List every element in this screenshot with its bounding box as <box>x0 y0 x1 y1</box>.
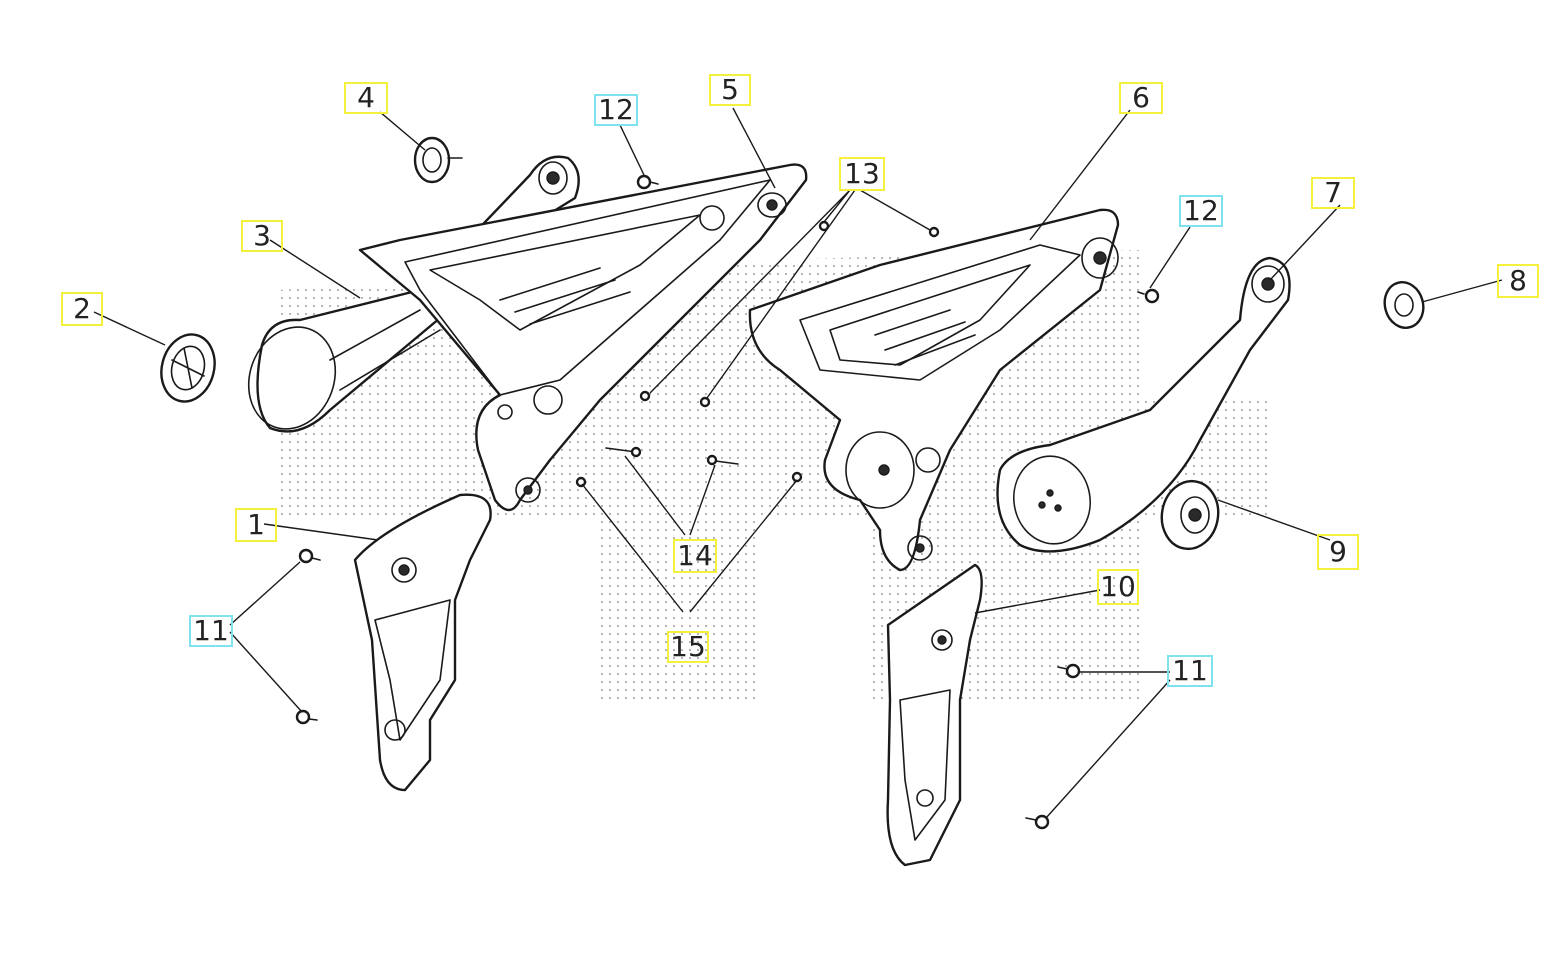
bolt-13-d <box>699 396 711 408</box>
callout-13: 13 <box>839 157 885 191</box>
svg-text:11: 11 <box>1172 654 1208 687</box>
svg-text:10: 10 <box>1100 570 1136 603</box>
callout-7: 7 <box>1311 176 1355 209</box>
part-8-small-cap <box>1383 281 1425 329</box>
callouts: 1 2 3 4 5 6 7 8 9 10 11 11 12 12 13 14 1… <box>61 73 1539 687</box>
svg-text:1: 1 <box>247 508 265 541</box>
bolt-13-b <box>928 226 940 238</box>
svg-text:5: 5 <box>721 73 739 106</box>
bolt-12-right <box>1137 288 1160 304</box>
svg-text:15: 15 <box>670 630 706 663</box>
callout-14: 14 <box>673 539 717 573</box>
part-7-right-swing-arm <box>996 256 1291 553</box>
svg-text:4: 4 <box>357 81 375 114</box>
callout-8: 8 <box>1497 264 1539 298</box>
part-9-round-cap <box>1160 479 1220 551</box>
callout-15: 15 <box>667 630 709 663</box>
callout-4: 4 <box>344 81 388 114</box>
screw-14-b <box>706 454 739 466</box>
svg-text:12: 12 <box>598 93 634 126</box>
svg-text:2: 2 <box>73 292 91 325</box>
svg-text:7: 7 <box>1324 176 1342 209</box>
part-4-small-cap <box>413 136 463 184</box>
part-2-round-cap <box>160 333 216 403</box>
part-5-left-bracket <box>358 163 808 512</box>
svg-text:8: 8 <box>1509 264 1527 297</box>
bolt-11-d <box>1025 814 1050 830</box>
callout-6: 6 <box>1119 81 1163 114</box>
svg-text:11: 11 <box>193 614 229 647</box>
bolt-11-b <box>295 709 318 725</box>
svg-text:6: 6 <box>1132 81 1150 114</box>
svg-text:9: 9 <box>1329 535 1347 568</box>
callout-5: 5 <box>709 73 751 106</box>
leader-lines <box>93 107 1503 819</box>
callout-11-left: 11 <box>189 614 233 647</box>
bolt-11-a <box>298 548 321 564</box>
callout-2: 2 <box>61 292 103 326</box>
callout-10: 10 <box>1097 569 1139 605</box>
callout-3: 3 <box>241 219 283 252</box>
part-6-right-bracket <box>748 208 1120 572</box>
bolt-11-c <box>1057 663 1081 679</box>
callout-12-left: 12 <box>594 93 638 126</box>
bolt-15-b <box>791 471 803 483</box>
bolt-15-a <box>575 476 587 488</box>
callout-1: 1 <box>235 508 277 542</box>
screw-14-a <box>605 446 642 458</box>
callout-9: 9 <box>1317 534 1359 570</box>
callout-12-right: 12 <box>1179 194 1223 227</box>
part-10-right-heel-guard <box>886 563 983 867</box>
callout-11-right: 11 <box>1167 654 1213 687</box>
svg-text:12: 12 <box>1183 194 1219 227</box>
svg-text:3: 3 <box>253 219 271 252</box>
part-1-left-heel-guard <box>353 493 492 792</box>
bolt-12-left <box>636 174 659 190</box>
svg-text:13: 13 <box>844 157 880 190</box>
svg-text:14: 14 <box>677 539 713 572</box>
bolt-13-c <box>639 390 651 402</box>
